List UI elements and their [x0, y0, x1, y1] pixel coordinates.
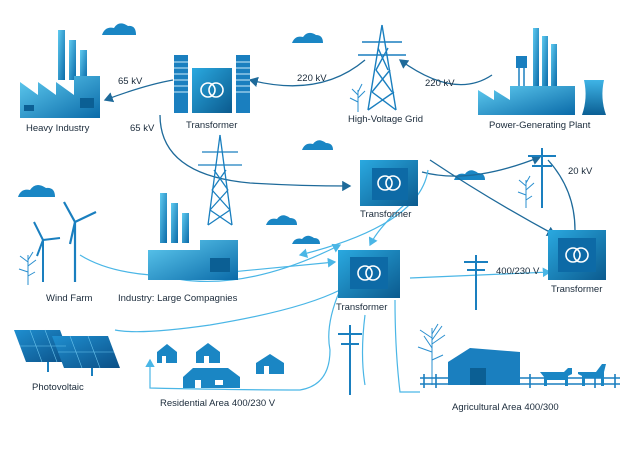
tree-icon: [18, 251, 37, 285]
transformer-top: [174, 55, 250, 113]
line-transformer-to-heavy: [103, 79, 174, 103]
horse-icon: [578, 364, 606, 386]
wind-farm: [18, 201, 97, 285]
voltage-label: 65 kV: [130, 123, 155, 134]
line-mid-to-pole: [421, 155, 542, 177]
mid-tower: [198, 134, 242, 226]
high-voltage-tower: [358, 24, 406, 111]
pole-400-230: [464, 255, 488, 310]
tree-icon: [417, 323, 446, 385]
voltage-label: 220 kV: [425, 78, 455, 89]
industry-large-label: Industry: Large Compagnies: [118, 293, 238, 304]
cow-icon: [540, 368, 572, 386]
cloud-icon: [266, 215, 297, 225]
voltage-label: 400/230 V: [496, 266, 540, 277]
pole-center: [338, 325, 362, 395]
wind-farm-label: Wind Farm: [46, 293, 93, 304]
cloud-icon: [18, 184, 55, 197]
residential-area: [157, 343, 284, 388]
agricultural-label: Agricultural Area 400/300: [452, 402, 559, 413]
line-plant-to-grid: [398, 59, 493, 86]
cloud-icon: [292, 32, 323, 43]
transformer-center: [338, 250, 400, 298]
pole-20kv: [528, 148, 556, 208]
transformer-right-label: Transformer: [551, 284, 602, 295]
heavy-industry-label: Heavy Industry: [26, 123, 90, 134]
line-transformer-to-mid: [159, 114, 352, 192]
distribution-lines: [79, 169, 552, 393]
voltage-label: 65 kV: [118, 76, 143, 87]
agricultural-area: [417, 323, 620, 388]
clouds: [18, 23, 485, 244]
line-mid-to-right: [429, 159, 557, 236]
transformer-mid: [360, 160, 418, 206]
line-grid-to-transformer: [248, 59, 366, 87]
cloud-icon: [292, 235, 320, 244]
photovoltaic-label: Photovoltaic: [32, 382, 84, 393]
power-plant: [478, 28, 606, 115]
industry-large: [148, 193, 238, 280]
transformer-top-label: Transformer: [186, 120, 237, 131]
cloud-icon: [102, 23, 136, 35]
power-plant-label: Power-Generating Plant: [489, 120, 591, 131]
transformer-center-label: Transformer: [336, 302, 387, 313]
cloud-icon: [302, 140, 333, 150]
line-pole-to-right: [547, 159, 576, 231]
tree-icon: [349, 83, 366, 112]
power-lines: [103, 59, 576, 236]
transformer-right: [548, 230, 606, 280]
residential-label: Residential Area 400/230 V: [160, 398, 276, 409]
photovoltaic: [14, 329, 120, 376]
tree-icon: [517, 175, 535, 208]
transformer-mid-label: Transformer: [360, 209, 411, 220]
voltage-label: 20 kV: [568, 166, 593, 177]
heavy-industry: [20, 30, 100, 118]
voltage-label: 220 kV: [297, 73, 327, 84]
high-voltage-grid-label: High-Voltage Grid: [348, 114, 423, 125]
